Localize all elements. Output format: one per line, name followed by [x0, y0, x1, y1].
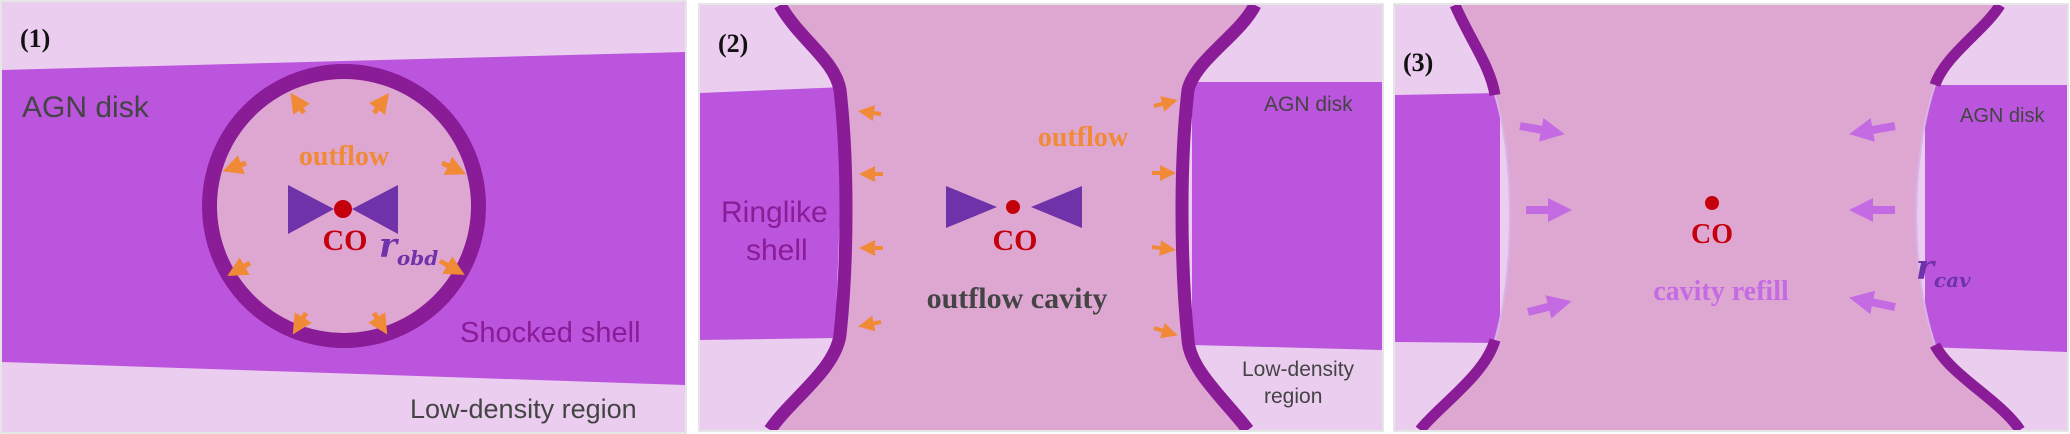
agn-disk-right [1192, 82, 1382, 350]
outflow-arrows [222, 92, 467, 335]
shell-remnant-right-bottom [1930, 342, 2025, 430]
refilling-cavity [1420, 5, 2020, 430]
cavity-refill-label: cavity refill [1653, 276, 1789, 307]
outflow-cavity-label: outflow cavity [927, 282, 1108, 315]
outflow-arrow [290, 92, 310, 115]
outflow-arrow [369, 93, 389, 115]
agn-disk-left [700, 87, 845, 340]
compact-object-dot [1705, 196, 1719, 210]
radius-label: robd [379, 226, 438, 270]
compact-object-dot [1006, 200, 1020, 214]
low-density-label: Low-density region [410, 394, 637, 424]
co-label: CO [1691, 219, 1733, 250]
outflow-cone-left [946, 186, 997, 228]
outflow-cone-right [352, 185, 398, 234]
panel-2-border [698, 3, 1384, 432]
ringlike-shell-label-line1: Ringlike [721, 196, 828, 229]
refill-arrow [1527, 295, 1572, 319]
agn-disk-label: AGN disk [1264, 93, 1353, 116]
agn-disk-right [1925, 85, 2067, 352]
radius-label: rcav [1916, 248, 1971, 292]
disk-edge-left [1494, 94, 1511, 341]
panel-1 [2, 2, 685, 432]
outflow-arrow [858, 105, 882, 121]
panel-label-1: (1) [20, 24, 50, 53]
ringlike-shell-right [1175, 5, 1261, 430]
outflow-label: outflow [299, 141, 390, 172]
outflow-arrow [222, 155, 247, 175]
panel-3 [1395, 5, 2067, 430]
co-label: CO [323, 224, 368, 257]
outflow-arrow [1153, 96, 1178, 112]
outflow-arrow [227, 257, 252, 276]
panel-label-2: (2) [718, 29, 748, 58]
panel-3-border [1393, 3, 2069, 432]
ringlike-shell-left [764, 5, 853, 430]
disk-edge-right [1915, 84, 1936, 346]
shell-remnant-left-top [1449, 5, 1501, 97]
compact-object-dot [334, 200, 352, 218]
outflow-arrow [368, 311, 388, 335]
shocked-shell-label: Shocked shell [460, 317, 641, 349]
agn-disk-label: AGN disk [1960, 105, 2045, 127]
refill-arrow [1519, 118, 1565, 142]
panel-label-3: (3) [1403, 48, 1433, 77]
refill-arrow [1849, 290, 1896, 315]
outflow-arrow [858, 315, 882, 332]
refill-arrow [1849, 118, 1896, 142]
agn-disk-left [1395, 93, 1500, 343]
low-density-label-line2: region [1264, 385, 1322, 408]
ringlike-shell-label-line2: shell [746, 234, 808, 267]
outflow-cavity [770, 5, 1255, 430]
panel-2 [700, 5, 1382, 430]
outflow-arrows [858, 96, 1178, 339]
outflow-cone-left [288, 185, 334, 234]
outflow-arrow [438, 256, 465, 275]
outflow-arrow [1151, 240, 1176, 256]
agn-disk-label: AGN disk [22, 91, 150, 124]
low-density-label-line1: Low-density [1242, 358, 1355, 381]
outflow-arrow [440, 156, 467, 175]
shell-remnant-right-top [1929, 5, 2005, 88]
outflow-arrow [292, 311, 312, 335]
outflow-label: outflow [1038, 122, 1129, 153]
co-label: CO [993, 224, 1038, 257]
outflow-arrow [1153, 322, 1178, 339]
shell-remnant-left-bottom [1415, 338, 1501, 430]
refill-arrows [1519, 118, 1896, 319]
outflow-cone-right [1031, 186, 1082, 228]
panel-1-border [0, 0, 687, 434]
